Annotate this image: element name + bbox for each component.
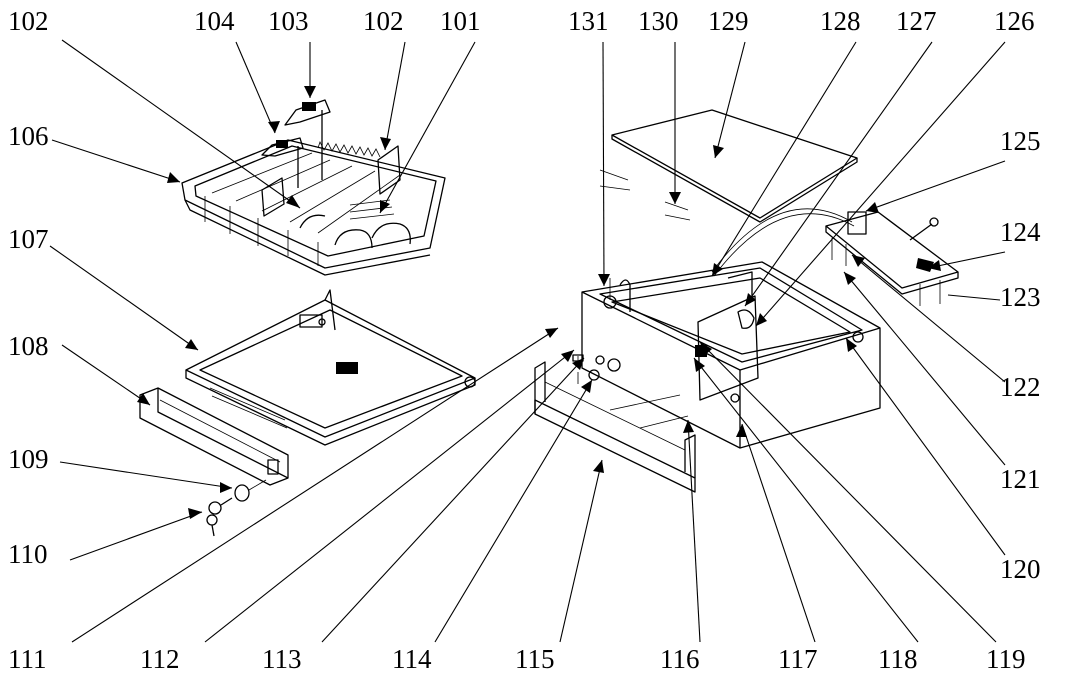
label-115: 115 (515, 644, 555, 674)
label-110: 110 (8, 539, 48, 569)
label-106: 106 (8, 121, 49, 151)
label-116: 116 (660, 644, 700, 674)
label-113: 113 (262, 644, 302, 674)
label-104: 104 (194, 6, 235, 36)
label-102-right: 102 (363, 6, 404, 36)
label-128: 128 (820, 6, 861, 36)
cash-tray-106 (181, 99, 446, 276)
label-122: 122 (1000, 372, 1041, 402)
label-102-left: 102 (8, 6, 49, 36)
label-114: 114 (392, 644, 432, 674)
label-112: 112 (140, 644, 180, 674)
label-121: 121 (1000, 464, 1041, 494)
rear-pcb-assembly (711, 208, 959, 306)
label-117: 117 (778, 644, 818, 674)
label-120: 120 (1000, 554, 1041, 584)
label-130: 130 (638, 6, 679, 36)
label-107: 107 (8, 224, 49, 254)
label-109: 109 (8, 444, 49, 474)
top-cover-129 (599, 109, 858, 223)
label-108: 108 (8, 331, 49, 361)
label-126: 126 (994, 6, 1035, 36)
leader-lines (49, 39, 1006, 643)
drawer-frame-107 (185, 289, 476, 446)
base-housing (534, 261, 881, 493)
drawer-front-108 (139, 387, 289, 486)
label-131: 131 (568, 6, 609, 36)
arrowheads (137, 86, 941, 519)
label-129: 129 (708, 6, 749, 36)
lock-keys-109-110 (206, 479, 267, 537)
label-125: 125 (1000, 126, 1041, 156)
label-118: 118 (878, 644, 918, 674)
label-119: 119 (986, 644, 1026, 674)
label-111: 111 (8, 644, 47, 674)
label-101: 101 (440, 6, 481, 36)
label-127: 127 (896, 6, 937, 36)
part-number-labels: 102 104 103 102 101 131 130 129 128 127 … (8, 6, 1041, 674)
label-103: 103 (268, 6, 309, 36)
label-124: 124 (1000, 217, 1041, 247)
label-123: 123 (1000, 282, 1041, 312)
